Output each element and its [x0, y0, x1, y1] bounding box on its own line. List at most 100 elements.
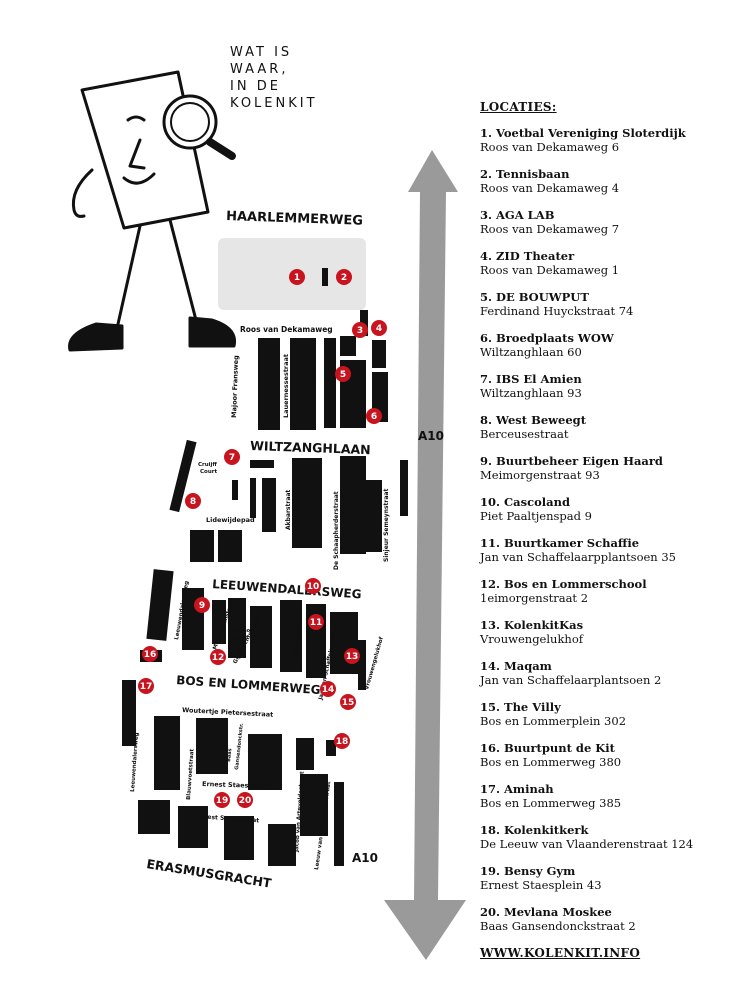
legend-item-name: 2. Tennisbaan	[480, 167, 570, 181]
location-marker-14[interactable]: 14	[320, 681, 336, 697]
location-marker-number: 13	[346, 652, 359, 662]
location-marker-17[interactable]: 17	[138, 678, 154, 694]
street-baas-gansendonckstraat: Gansendonckstr.	[234, 723, 245, 770]
location-marker-number: 7	[229, 453, 235, 463]
location-marker-16[interactable]: 16	[142, 646, 158, 662]
street-a10-top: A10	[418, 429, 444, 443]
location-marker-19[interactable]: 19	[214, 792, 230, 808]
location-marker-8[interactable]: 8	[185, 493, 201, 509]
location-marker-number: 11	[310, 618, 323, 628]
legend-item-address: De Leeuw van Vlaanderenstraat 124	[480, 837, 694, 851]
street-cruijff-court-2: Court	[200, 469, 217, 475]
street-leeuwendalersweg-low: Leeuwendalersweg	[130, 732, 140, 792]
location-marker-3[interactable]: 3	[352, 322, 368, 338]
legend-item-address: Jan van Schaffelaarplantsoen 2	[480, 673, 662, 687]
location-marker-11[interactable]: 11	[308, 614, 324, 630]
street-nanno-plein-2: plein	[234, 635, 248, 641]
legend-item-address: Bos en Lommerweg 385	[480, 796, 622, 810]
street-jacob-van-arteveldestraat: Jacob van Arteveldestraat	[294, 771, 306, 853]
legend-item-name: 3. AGA LAB	[480, 208, 555, 222]
website-link[interactable]: WWW.KOLENKIT.INFO	[480, 946, 641, 960]
location-marker-1[interactable]: 1	[289, 269, 305, 285]
legend-item-name: 11. Buurtkamer Schaffie	[480, 536, 640, 550]
location-marker-9[interactable]: 9	[194, 597, 210, 613]
building-block	[322, 268, 328, 286]
location-marker-5[interactable]: 5	[335, 366, 351, 382]
legend-item-name: 10. Cascoland	[480, 495, 570, 509]
street-haarlemmerweg: HAARLEMMERWEG	[226, 209, 363, 229]
legend-item-name: 17. Aminah	[480, 782, 554, 796]
legend-item-address: 1eimorgenstraat 2	[480, 591, 589, 605]
legend-item-name: 1. Voetbal Vereniging Sloterdijk	[480, 126, 686, 140]
street-roos-van-dekamaweg: Roos van Dekamaweg	[240, 325, 333, 334]
tagline-line-4: KOLENKIT	[230, 96, 318, 111]
street-akbarstraat-2: Akbarstraat	[294, 622, 303, 660]
legend-item-address: Bos en Lommerweg 380	[480, 755, 622, 769]
location-marker-number: 2	[341, 273, 347, 283]
legend-item-name: 20. Mevlana Moskee	[480, 905, 612, 919]
legend-title: LOCATIES:	[480, 100, 557, 114]
street-nanno-plein: Nanno	[232, 628, 251, 634]
location-marker-7[interactable]: 7	[224, 449, 240, 465]
legend-item-name: 8. West Beweegt	[480, 413, 587, 427]
legend-item-address: Piet Paaltjenspad 9	[480, 509, 592, 523]
location-marker-number: 16	[144, 650, 157, 660]
legend-item-address: Roos van Dekamaweg 4	[480, 181, 620, 195]
location-marker-6[interactable]: 6	[366, 408, 382, 424]
legend-item-name: 12. Bos en Lommerschool	[480, 577, 647, 591]
legend-item-address: Vrouwengelukhof	[480, 632, 583, 646]
location-marker-number: 9	[199, 601, 205, 611]
location-marker-number: 12	[212, 653, 225, 663]
legend-item-name: 13. KolenkitKas	[480, 618, 584, 632]
tagline-line-3: IN DE	[230, 79, 281, 94]
location-marker-number: 3	[357, 326, 363, 336]
street-erasmusgracht: ERASMUSGRACHT	[146, 856, 273, 891]
street-ernest-staesstraat: Ernest Staesstraat	[196, 813, 260, 824]
location-marker-15[interactable]: 15	[340, 694, 356, 710]
building-blocks-south	[122, 680, 344, 866]
legend-item-address: Roos van Dekamaweg 7	[480, 222, 620, 236]
location-marker-12[interactable]: 12	[210, 649, 226, 665]
location-marker-2[interactable]: 2	[336, 269, 352, 285]
street-vrouwengelukhof: Vrouwengelukhof	[364, 636, 385, 691]
street-ernest-staesplein: Ernest Staesplein	[202, 780, 267, 790]
tagline-line-2: WAAR,	[230, 62, 289, 77]
building-blocks-north	[258, 310, 388, 430]
legend-item-name: 16. Buurtpunt de Kit	[480, 741, 615, 755]
street-a10-bottom: A10	[352, 851, 378, 865]
location-marker-number: 18	[336, 737, 349, 747]
legend-item-name: 19. Bensy Gym	[480, 864, 576, 878]
location-marker-13[interactable]: 13	[344, 648, 360, 664]
location-marker-18[interactable]: 18	[334, 733, 350, 749]
location-marker-number: 14	[322, 685, 335, 695]
street-woutertje-pietersestraat: Woutertje Pietersestraat	[182, 706, 274, 719]
legend-item-name: 18. Kolenkitkerk	[480, 823, 589, 837]
tagline-line-1: WAT IS	[230, 45, 293, 60]
location-marker-4[interactable]: 4	[371, 320, 387, 336]
legend-item-address: Wiltzanghlaan 60	[480, 345, 582, 359]
legend-item-address: Ferdinand Huyckstraat 74	[480, 304, 634, 318]
location-marker-number: 1	[294, 273, 300, 283]
location-marker-10[interactable]: 10	[305, 578, 321, 594]
street-de-schaapherderstraat: De Schaapherderstraat	[333, 491, 340, 570]
location-marker-20[interactable]: 20	[237, 792, 253, 808]
street-majoor-fransweg: Majoor Fransweg	[230, 355, 240, 418]
street-wiltzanghlaan: WILTZANGHLAAN	[250, 438, 371, 457]
street-akbarstraat: Akbarstraat	[285, 490, 292, 530]
